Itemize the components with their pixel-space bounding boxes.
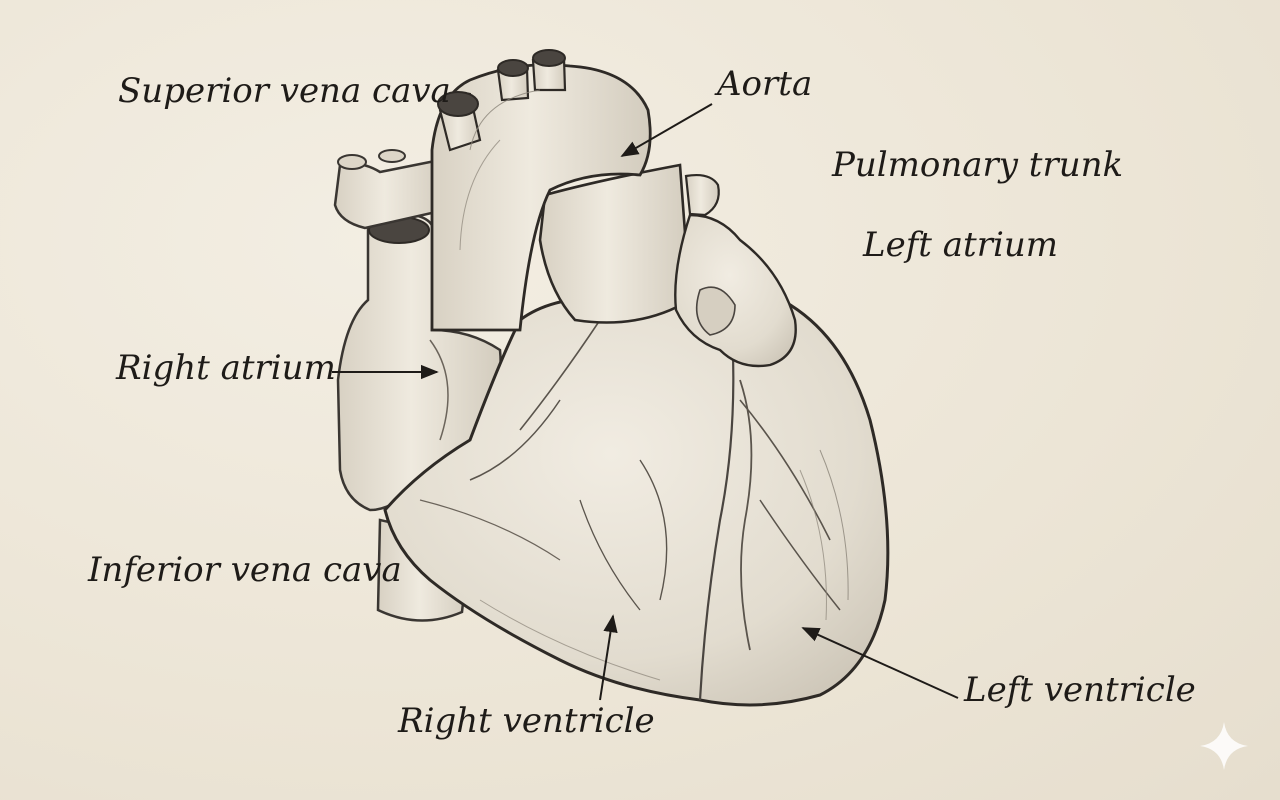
label-left-atrium: Left atrium — [863, 225, 1058, 265]
leader-lines — [332, 103, 959, 701]
label-aorta: Aorta — [717, 64, 813, 104]
label-right-ventricle: Right ventricle — [398, 701, 655, 741]
label-pulmonary-trunk: Pulmonary trunk — [832, 145, 1124, 185]
label-inferior-vena-cava: Inferior vena cava — [88, 550, 402, 590]
ventricles-shape — [383, 285, 890, 707]
aorta-shape — [430, 49, 652, 332]
left-atrium-shape — [674, 213, 797, 368]
sparkle-icon — [1200, 722, 1248, 770]
right-ventricle-leader-line — [599, 614, 618, 701]
pulmonary-trunk-shape — [538, 163, 720, 324]
label-superior-vena-cava: Superior vena cava — [118, 71, 451, 111]
aorta-leader-line — [620, 103, 713, 157]
pulmonary-veins-shape — [333, 149, 447, 230]
label-left-ventricle: Left ventricle — [964, 670, 1196, 710]
label-right-atrium: Right atrium — [116, 348, 336, 388]
left-ventricle-leader-line — [801, 627, 959, 699]
